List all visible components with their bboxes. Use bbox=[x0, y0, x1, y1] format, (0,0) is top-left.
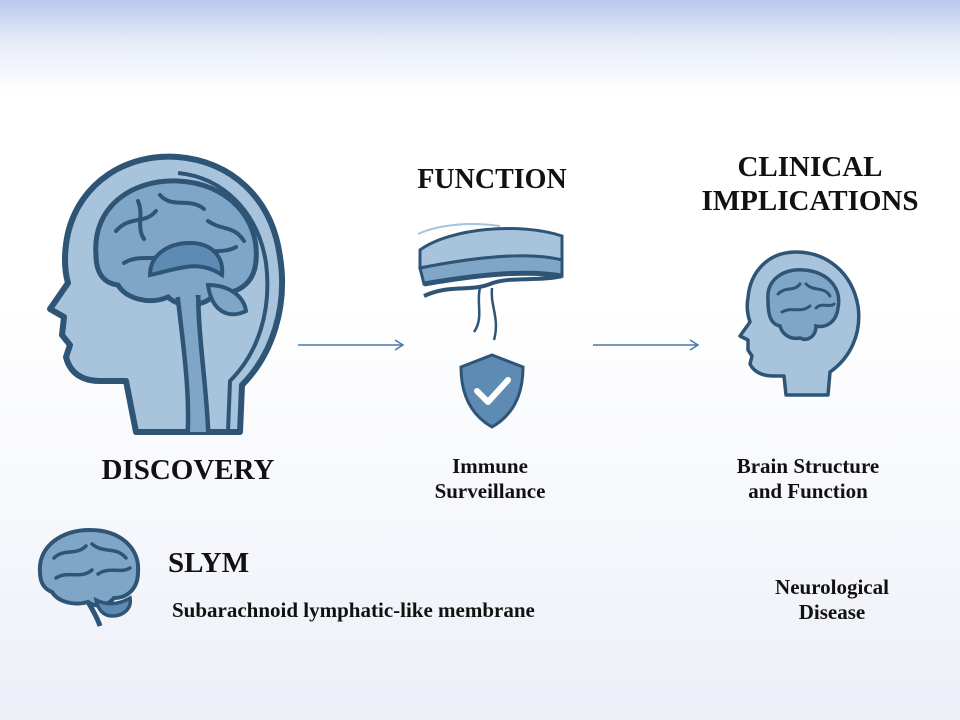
arrow-right-icon bbox=[298, 339, 405, 351]
head-brain-profile-icon bbox=[47, 153, 286, 435]
slym-description: Subarachnoid lymphatic-like membrane bbox=[172, 598, 535, 622]
shield-check-icon bbox=[459, 353, 525, 429]
meninges-layers-icon bbox=[417, 223, 564, 341]
neurological-line2: Disease bbox=[798, 600, 866, 625]
slym-title: SLYM bbox=[168, 547, 250, 579]
brain-structure-line1: Brain Structure bbox=[736, 454, 880, 478]
brain-structure-line2: and Function bbox=[748, 479, 868, 504]
immune-surveillance-label: Immune Surveillance bbox=[380, 454, 600, 504]
arrow-right-icon bbox=[593, 339, 700, 351]
immune-line1: Immune bbox=[452, 454, 528, 478]
immune-line2: Surveillance bbox=[434, 479, 546, 504]
clinical-heading-line2: IMPLICATIONS bbox=[701, 185, 919, 218]
discovery-heading: DISCOVERY bbox=[101, 454, 275, 486]
brain-icon bbox=[37, 527, 141, 627]
neurological-disease-label: Neurological Disease bbox=[732, 575, 932, 625]
brain-structure-label: Brain Structure and Function bbox=[688, 454, 928, 504]
small-head-brain-icon bbox=[738, 250, 861, 397]
clinical-heading: CLINICAL IMPLICATIONS bbox=[660, 150, 960, 218]
function-heading: FUNCTION bbox=[417, 164, 567, 195]
clinical-heading-line1: CLINICAL bbox=[737, 151, 883, 183]
neurological-line1: Neurological bbox=[775, 575, 889, 599]
